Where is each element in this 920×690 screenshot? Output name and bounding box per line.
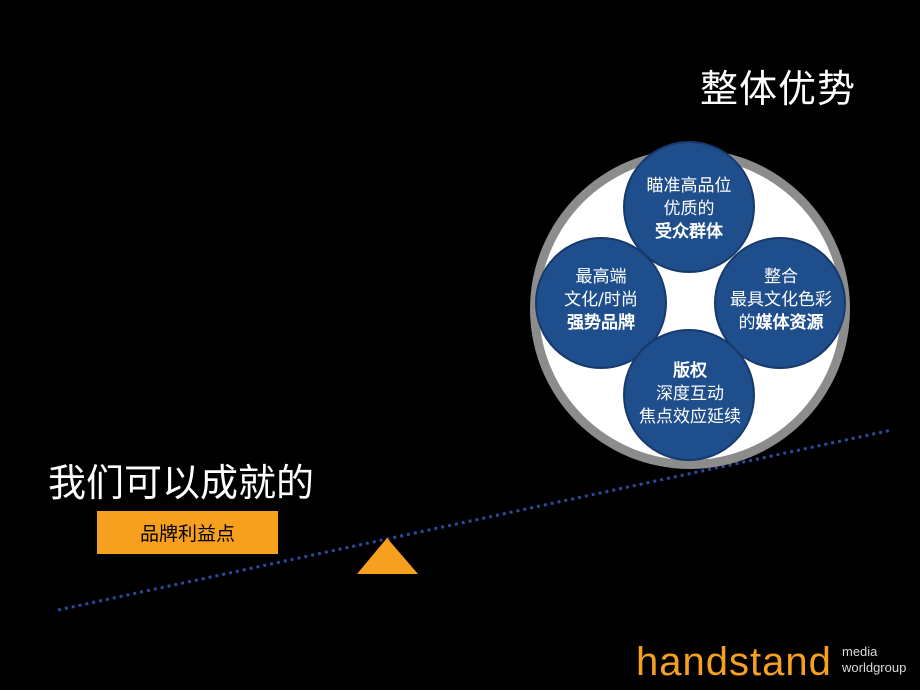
slide-title: 整体优势	[700, 67, 857, 111]
circle-left-text: 最高端 文化/时尚 强势品牌	[541, 266, 661, 335]
circle-bottom-text: 版权 深度互动 焦点效应延续	[624, 360, 756, 429]
logo-wordmark: handstand	[636, 640, 832, 684]
circle-top	[623, 141, 755, 273]
circle-left-line2: 文化/时尚	[564, 290, 638, 310]
circle-right-line1: 整合	[764, 267, 798, 287]
circle-left-line3: 强势品牌	[567, 313, 635, 333]
logo-sub-worldgroup: worldgroup	[842, 660, 907, 675]
logo-sub-media: media	[842, 644, 878, 659]
circle-top-line3: 受众群体	[655, 222, 723, 242]
circle-right	[714, 237, 846, 369]
circle-left-line1: 最高端	[575, 267, 627, 287]
logo-subtext: media worldgroup	[842, 644, 906, 676]
circle-right-line3-prefix: 的	[738, 313, 756, 333]
circle-bottom	[623, 329, 755, 461]
fulcrum-triangle	[357, 538, 418, 574]
circle-left	[535, 237, 667, 369]
circle-right-text: 整合 最具文化色彩 的媒体资源	[715, 266, 847, 335]
circle-bottom-line3: 焦点效应延续	[639, 407, 741, 427]
headline: 我们可以成就的	[48, 461, 315, 505]
circle-top-line1: 瞄准高品位	[646, 176, 732, 196]
brand-benefit-label: 品牌利益点	[97, 511, 278, 554]
seesaw-line	[57, 428, 893, 612]
circle-right-line3: 的媒体资源	[715, 312, 847, 335]
circle-right-line3-bold: 媒体资源	[755, 313, 824, 333]
circle-right-line2: 最具文化色彩	[730, 290, 832, 310]
inner-disc	[539, 158, 841, 460]
circle-bottom-line2: 深度互动	[656, 384, 724, 404]
circle-top-line2: 优质的	[663, 199, 715, 219]
circle-bottom-line1: 版权	[673, 361, 707, 381]
circle-top-text: 瞄准高品位 优质的 受众群体	[629, 175, 749, 244]
